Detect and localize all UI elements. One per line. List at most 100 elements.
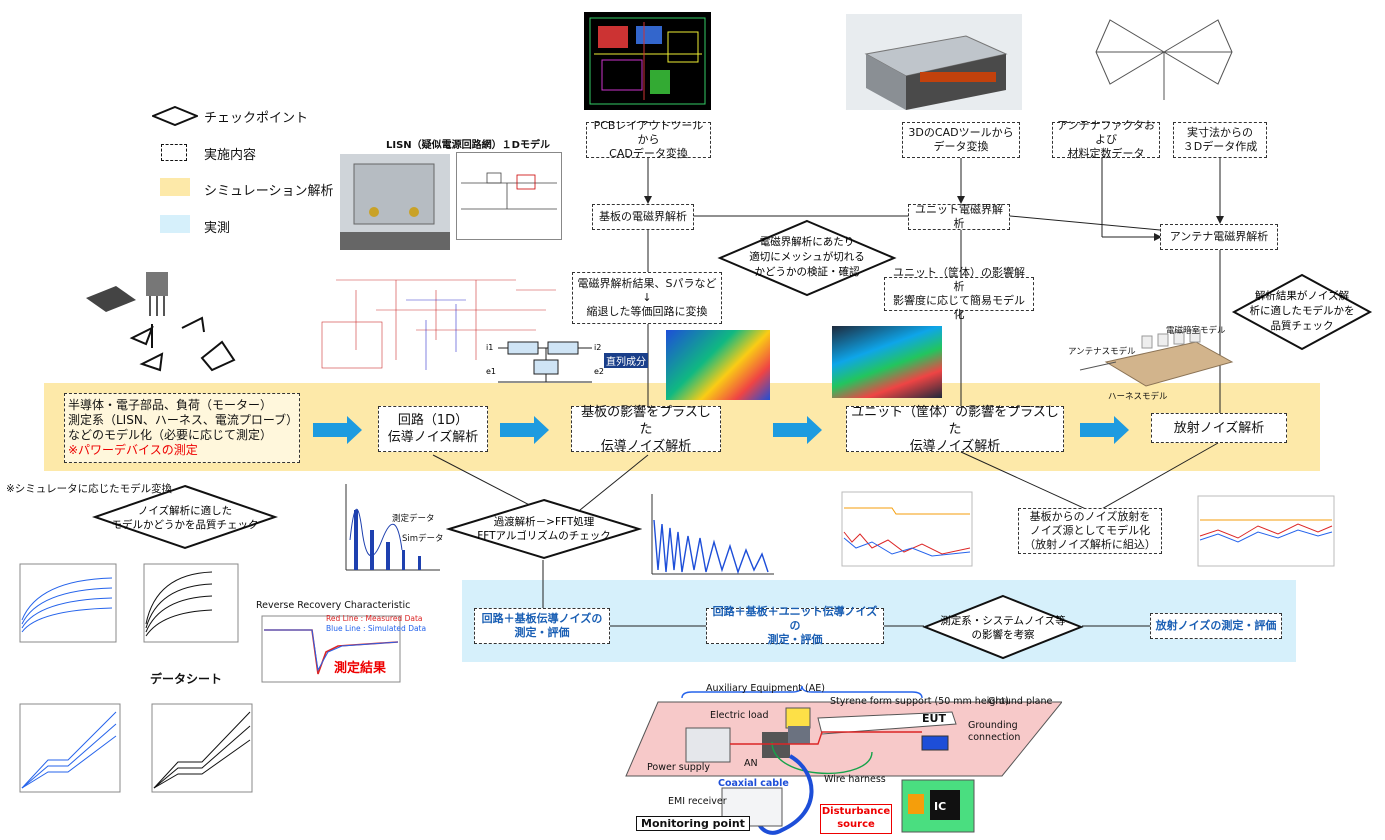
- mesh-check-line1: 電磁界解析にあたり: [760, 235, 855, 248]
- conducted-noise-plot: [832, 482, 978, 578]
- noise-model-check-line1: 解析結果がノイズ解: [1255, 289, 1350, 302]
- radiation-analysis-label: 放射ノイズ解析: [1173, 420, 1265, 436]
- pcb-layout-image: [584, 12, 711, 110]
- sim-data-label: Simデータ: [402, 534, 444, 544]
- pcb-cad-line1: PCBレイアウトツールから: [593, 119, 704, 146]
- power-supply-label: Power supply: [647, 762, 711, 773]
- circuit-1d-line2: 伝導ノイズ解析: [387, 430, 479, 445]
- antenna-em-label: アンテナ電磁界解析: [1169, 230, 1269, 243]
- gate-charge-chart-1: [8, 700, 128, 806]
- datasheet-iv-curve-2: [132, 560, 242, 656]
- eut-label: EUT: [922, 712, 946, 725]
- svg-text:e2: e2: [594, 367, 604, 376]
- real-3d-box: 実寸法からの ３Dデータ作成: [1173, 122, 1267, 158]
- circuit-schematic: [316, 260, 560, 378]
- fft-check-diamond: 過渡解析－>FFT処理 FFTアルゴリズムのチェック: [446, 498, 642, 560]
- legend-simulation-label: シミュレーション解析: [204, 184, 334, 199]
- radiation-measurement-label: 放射ノイズの測定・評価: [1155, 619, 1277, 632]
- legend-measurement-label: 実測: [204, 221, 231, 236]
- power-device-measurement-note: ※パワーデバイスの測定: [68, 443, 198, 457]
- em-result-box: 電磁界解析結果、Sパラなど ↓ 縮退した等価回路に変換: [572, 272, 722, 324]
- an-label: AN: [744, 758, 758, 769]
- electric-load-label: Electric load: [710, 710, 769, 721]
- modeling-line1: 半導体・電子部品、負荷（モーター）: [68, 398, 273, 412]
- harness-model-label: ハーネスモデル: [1108, 392, 1168, 402]
- system-noise-diamond: 測定系・システムノイズ等 の影響を考察: [922, 594, 1084, 660]
- antenna-factor-box: アンテナファクタおよび 材料定数データ: [1052, 119, 1160, 160]
- em-result-line3: 縮退した等価回路に変換: [586, 305, 708, 318]
- radiation-model-box: 基板からのノイズ放射を ノイズ源としてモデル化 （放射ノイズ解析に組込）: [1018, 508, 1162, 554]
- radiation-measurement-box: 放射ノイズの測定・評価: [1150, 613, 1282, 639]
- circuit-board-unit-measurement-line1: 回路＋基板＋ユニット伝導ノイズの: [712, 605, 878, 632]
- antenna-factor-line2: 材料定数データ: [1067, 147, 1145, 160]
- styrene-support-label: Styrene form support (50 mm height): [830, 696, 1009, 707]
- unit-chassis-image: [846, 14, 1022, 110]
- circuit-1d-line1: 回路（1D）: [397, 413, 469, 428]
- model-quality-line1: ノイズ解析に適した: [138, 504, 232, 517]
- unit-conducted-line2: 伝導ノイズ解析: [909, 438, 1001, 454]
- mesh-check-line3: かどうかの検証・確認: [755, 265, 860, 278]
- legend-implementation-label: 実施内容: [204, 148, 257, 163]
- fft-check-line1: 過渡解析－>FFT処理: [494, 515, 595, 528]
- system-noise-line2: の影響を考察: [972, 628, 1035, 641]
- ic-label: IC: [934, 800, 947, 813]
- datasheet-iv-curve-1: [8, 560, 120, 656]
- fft-check-line2: FFTアルゴリズムのチェック: [477, 529, 611, 542]
- gate-charge-chart-2: [138, 700, 264, 806]
- board-conducted-line2: 伝導ノイズ解析: [600, 438, 692, 454]
- measurement-swatch: [160, 215, 190, 233]
- legend-checkpoint-label: チェックポイント: [204, 111, 309, 126]
- aux-equipment-label: Auxiliary Equipment (AE): [706, 683, 825, 694]
- unit-model-line1: ユニット（筐体）の影響解析: [893, 266, 1025, 293]
- noise-model-check-line2: 析に適したモデルかを: [1250, 304, 1355, 317]
- antenna-factor-line1: アンテナファクタおよび: [1056, 119, 1156, 146]
- emi-receiver-label: EMI receiver: [668, 796, 727, 807]
- mesh-check-line2: 適切にメッシュが切れる: [749, 250, 865, 263]
- real-3d-line1: 実寸法からの: [1187, 126, 1253, 139]
- model-conversion-note: ※シミュレータに応じたモデル変換: [6, 483, 173, 495]
- datasheet-label: データシート: [150, 672, 223, 686]
- unit-model-line2: 影響度に応じて簡易モデル化: [893, 294, 1025, 321]
- circuit-board-measurement-line2: 測定・評価: [514, 626, 570, 639]
- board-em-box: 基板の電磁界解析: [592, 204, 694, 230]
- wire-harness-label: Wire harness: [824, 774, 886, 785]
- disturbance-source-box: Disturbance source: [820, 804, 892, 834]
- radiation-model-line2: ノイズ源としてモデル化: [1029, 524, 1151, 537]
- unit-model-box: ユニット（筐体）の影響解析 影響度に応じて簡易モデル化: [884, 266, 1034, 321]
- circuit-1d-box: 回路（1D） 伝導ノイズ解析: [378, 406, 488, 452]
- unit-em-box: ユニット電磁界解析: [908, 203, 1010, 230]
- em-result-line1: 電磁界解析結果、Sパラなど: [577, 277, 717, 290]
- board-conducted-line1: 基板の影響をプラスした: [581, 404, 711, 437]
- em-result-line2: ↓: [642, 291, 652, 304]
- radiation-model-line3: （放射ノイズ解析に組込）: [1024, 538, 1156, 551]
- svg-text:i1: i1: [486, 343, 493, 352]
- em-chamber-model-label: 電磁暗室モデル: [1166, 326, 1226, 336]
- ground-plane-label: Ground plane: [988, 696, 1053, 707]
- noise-model-check-line3: 品質チェック: [1271, 319, 1334, 332]
- monitoring-point-label: Monitoring point: [636, 816, 750, 831]
- implementation-box-icon: [161, 144, 187, 161]
- coaxial-cable-label: Coaxial cable: [718, 778, 789, 789]
- checkpoint-diamond-icon: [152, 106, 198, 126]
- circuit-board-unit-measurement-line2: 測定・評価: [767, 633, 823, 646]
- reverse-recovery-title: Reverse Recovery Characteristic: [256, 600, 411, 611]
- source-label: source: [837, 819, 875, 830]
- fft-spectrum-plot: [648, 490, 778, 578]
- measured-data-label: 測定データ: [392, 514, 435, 524]
- board-em-heatmap: [666, 330, 770, 400]
- real-3d-line2: ３Dデータ作成: [1182, 140, 1258, 153]
- circuit-board-measurement-box: 回路＋基板伝導ノイズの 測定・評価: [474, 608, 610, 644]
- reverse-recovery-chart: [252, 612, 404, 690]
- lisn-title: LISN（疑似電源回路網）１Dモデル: [386, 140, 550, 151]
- antenna-model-label: アンテナスモデル: [1068, 347, 1136, 357]
- unit-em-heatmap: [832, 326, 942, 398]
- grounding-label: Grounding: [968, 720, 1018, 731]
- circuit-board-measurement-line1: 回路＋基板伝導ノイズの: [481, 612, 603, 625]
- system-noise-line1: 測定系・システムノイズ等: [940, 614, 1066, 627]
- mesh-check-diamond: 電磁界解析にあたり 適切にメッシュが切れる かどうかの検証・確認: [717, 219, 897, 297]
- unit-em-label: ユニット電磁界解析: [915, 203, 1003, 230]
- emi-test-setup: [622, 672, 1064, 836]
- pcb-cad-line2: CADデータ変換: [609, 147, 688, 160]
